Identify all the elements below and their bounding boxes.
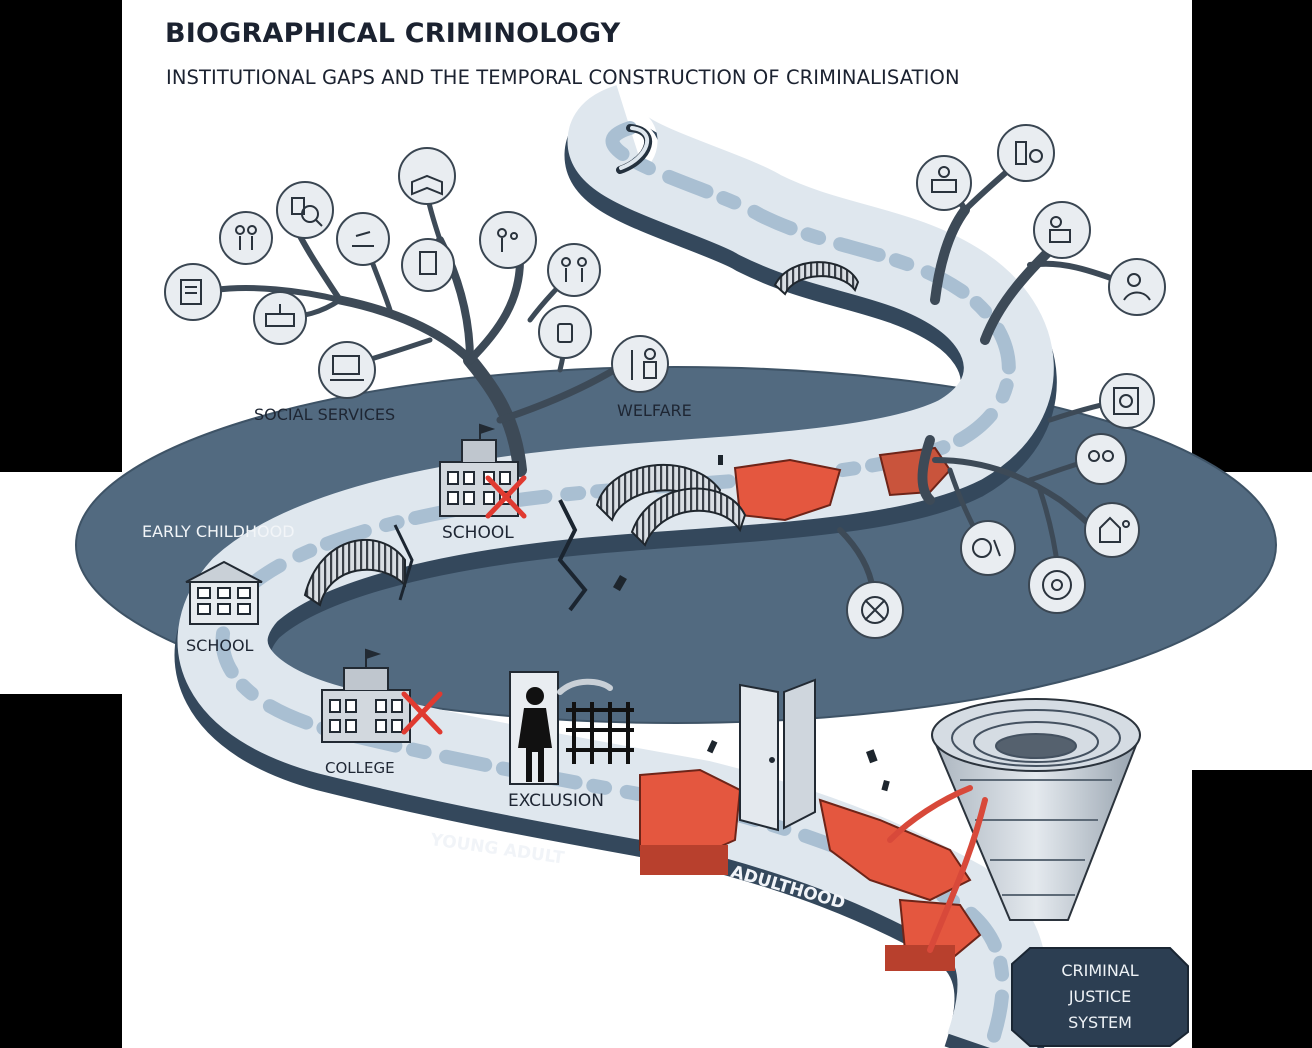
parents-icon: [547, 243, 601, 297]
support-icon: [960, 520, 1016, 576]
teacher-desk-icon: [916, 155, 972, 211]
label-welfare: WELFARE: [617, 401, 692, 420]
care-icon: [1028, 556, 1086, 614]
window-icon: [1099, 373, 1155, 429]
road-stream: [215, 121, 1016, 1048]
cjs-line-2: JUSTICE: [1068, 987, 1132, 1006]
school-building-upper: [439, 423, 519, 517]
label-early-childhood: EARLY CHILDHOOD: [142, 522, 295, 541]
notes-icon: [401, 238, 455, 292]
cjs-line-3: SYSTEM: [1068, 1013, 1132, 1032]
pipes: [887, 785, 988, 953]
label-college: COLLEGE: [325, 759, 395, 777]
cross-marks: [401, 475, 527, 735]
gaps: [639, 446, 982, 962]
label-exclusion: EXCLUSION: [508, 791, 604, 811]
label-school-upper: SCHOOL: [442, 523, 514, 543]
criminal-justice-system-label: CRIMINAL JUSTICE SYSTEM: [1012, 958, 1188, 1036]
label-social-services: SOCIAL SERVICES: [254, 405, 396, 424]
house-person-icon: [1084, 502, 1140, 558]
school-building-lower: [185, 560, 263, 625]
case-file-icon: [611, 335, 669, 393]
family-icon: [479, 211, 537, 269]
cjs-badge: [1011, 947, 1189, 1047]
college-building: [321, 648, 411, 743]
advice-icon: [1108, 258, 1166, 316]
label-school-lower: SCHOOL: [186, 636, 254, 655]
phone-icon: [538, 305, 592, 359]
cooperation-icon: [1075, 433, 1127, 485]
bridges: [303, 261, 860, 607]
cjs-line-1: CRIMINAL: [1061, 961, 1139, 980]
page-subtitle: INSTITUTIONAL GAPS AND THE TEMPORAL CONS…: [166, 66, 960, 89]
open-doors: [739, 678, 816, 832]
scales-icon: [336, 212, 390, 266]
funnel: [930, 698, 1142, 921]
couple-icon: [219, 211, 273, 265]
office-desk-icon: [253, 291, 307, 345]
road-crack: [557, 499, 588, 612]
page-title: BIOGRAPHICAL CRIMINOLOGY: [165, 18, 621, 49]
computer-icon: [318, 341, 376, 399]
exclusion-figure: [509, 671, 634, 785]
